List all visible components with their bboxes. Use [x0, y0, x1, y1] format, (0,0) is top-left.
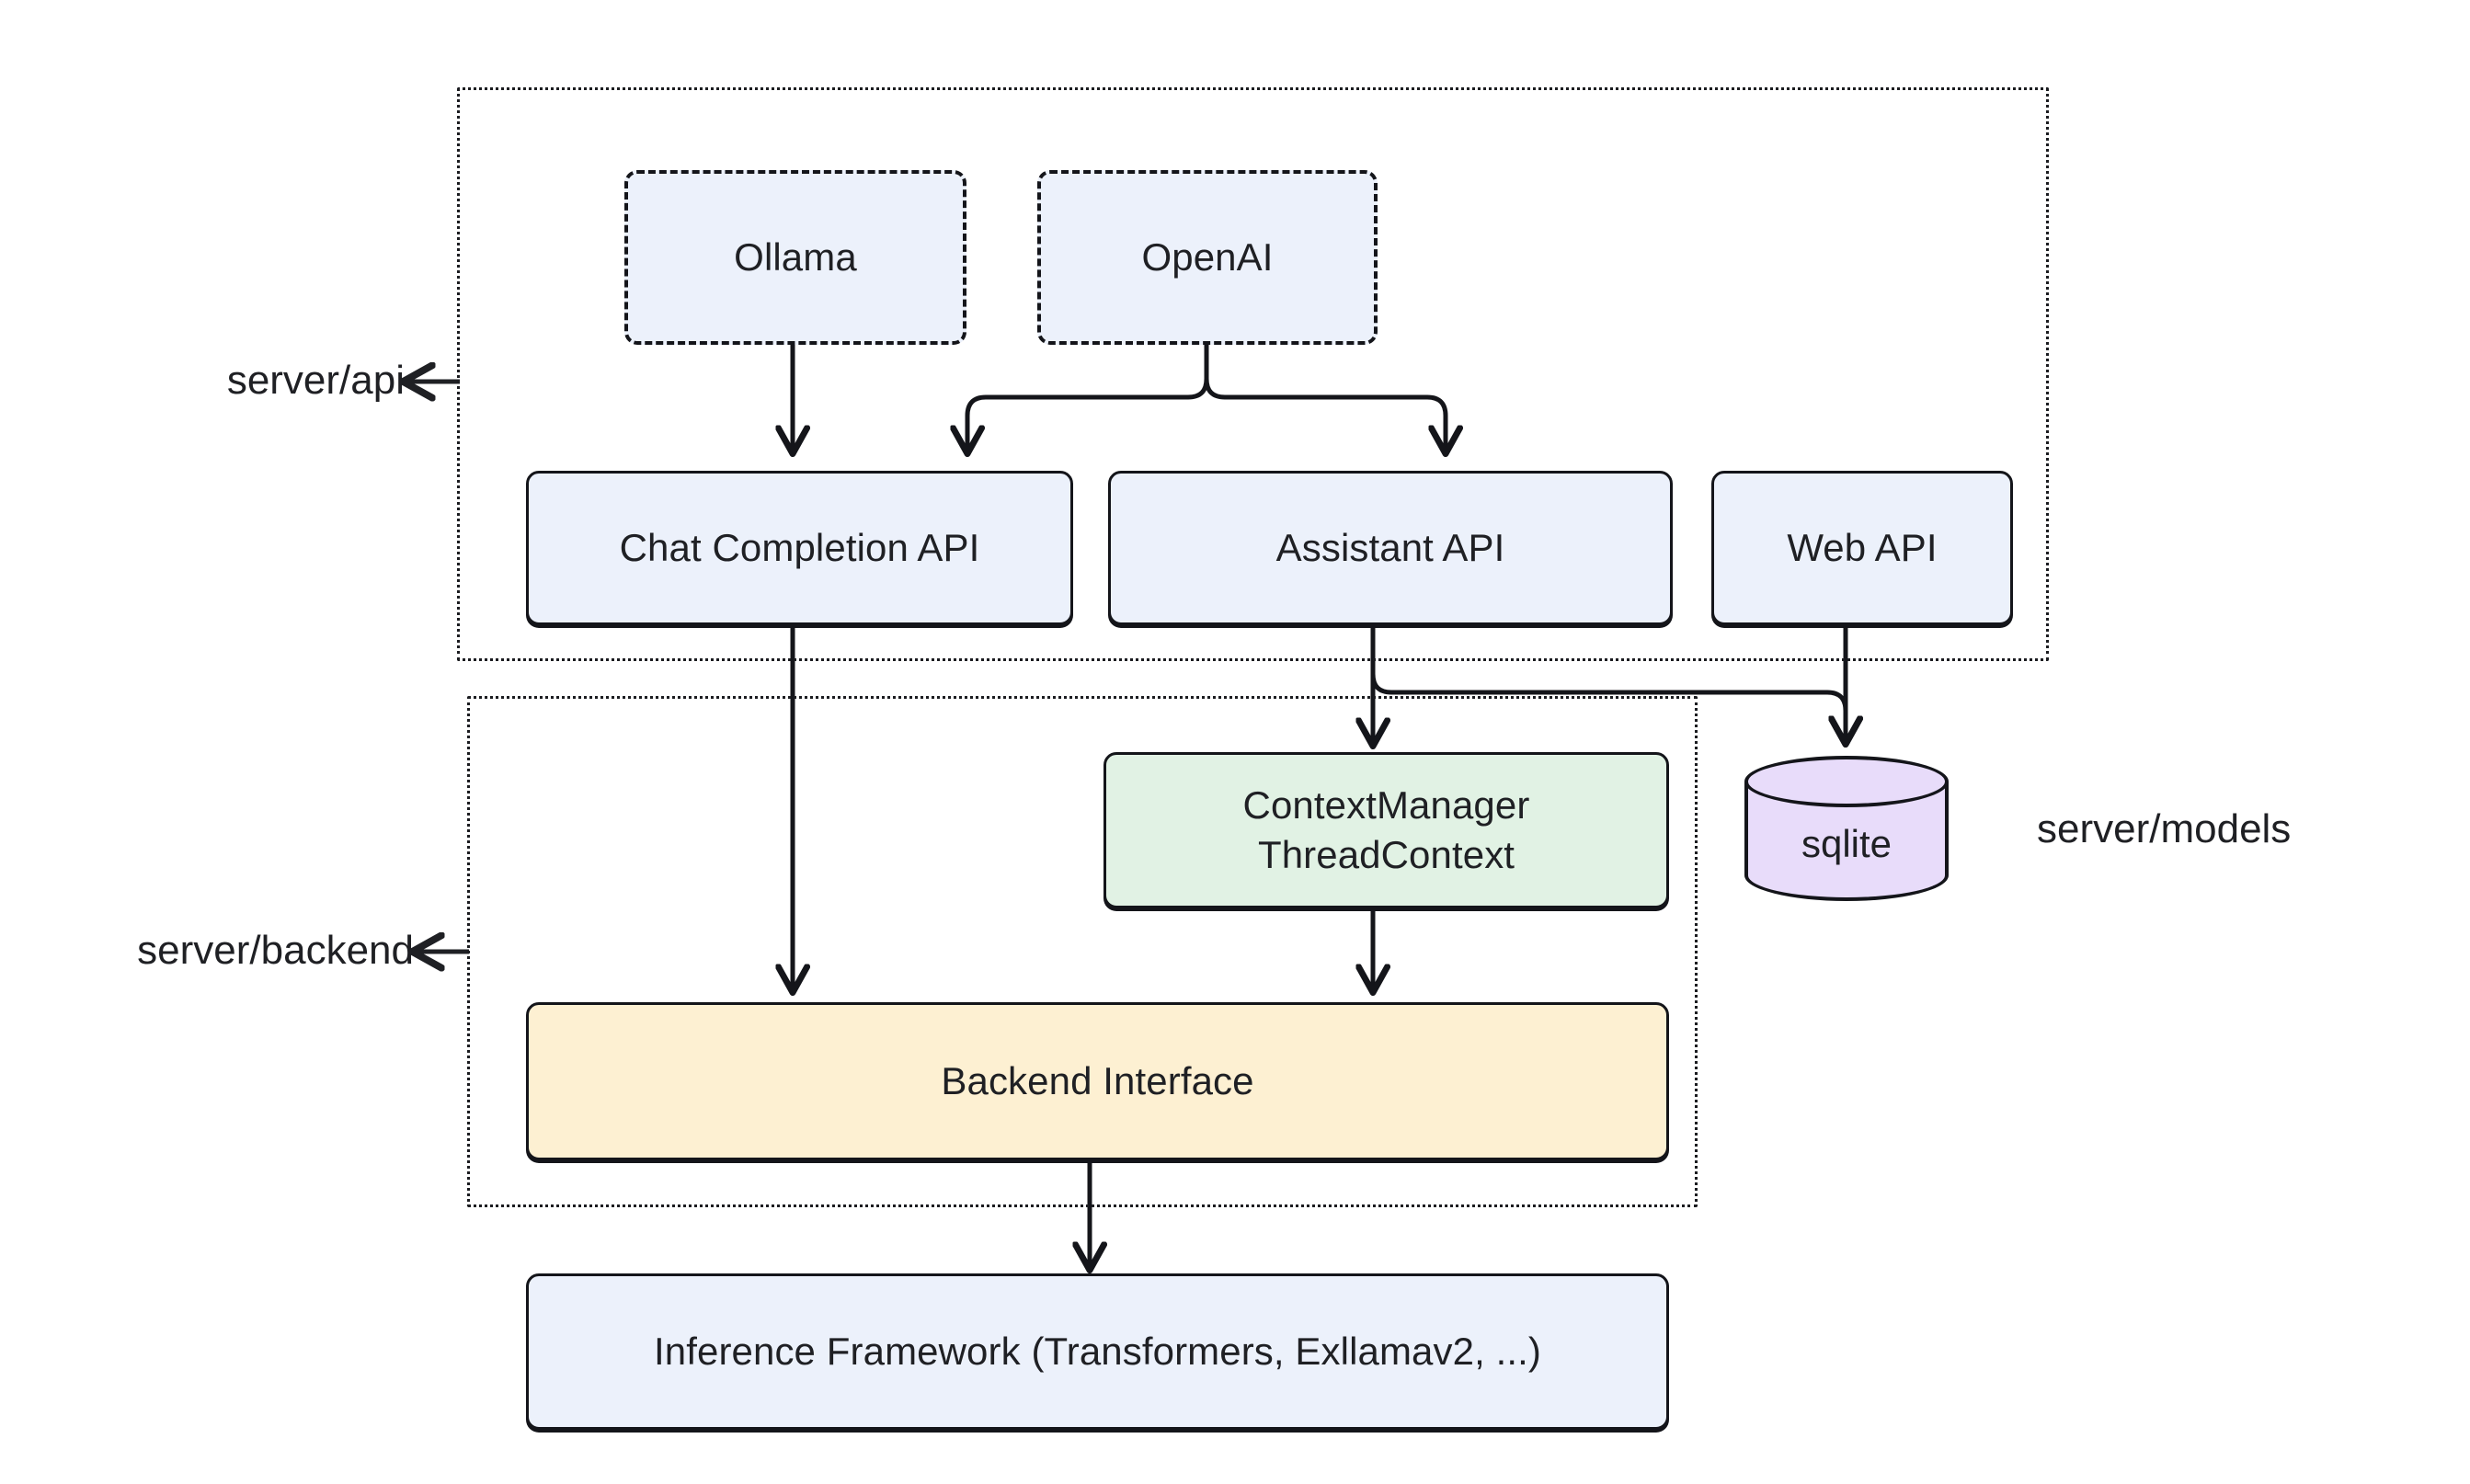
node-openai[interactable]: OpenAI — [1037, 170, 1378, 345]
node-context-manager-line2: ThreadContext — [1257, 833, 1515, 876]
node-chat-completion-api-label: Chat Completion API — [619, 526, 980, 570]
annotation-server-backend-label: server/backend — [137, 928, 414, 973]
node-context-manager[interactable]: ContextManager ThreadContext — [1103, 752, 1669, 908]
node-backend-interface[interactable]: Backend Interface — [526, 1002, 1669, 1160]
node-assistant-api[interactable]: Assistant API — [1108, 471, 1673, 625]
node-assistant-api-label: Assistant API — [1275, 526, 1505, 570]
node-ollama[interactable]: Ollama — [624, 170, 966, 345]
annotation-server-models-label: server/models — [2037, 806, 2292, 851]
node-openai-label: OpenAI — [1141, 235, 1274, 280]
group-server-api — [457, 87, 2049, 661]
node-inference-framework-label: Inference Framework (Transformers, Exlla… — [653, 1330, 1541, 1374]
annotation-server-api-label: server/api — [226, 358, 405, 403]
node-backend-interface-label: Backend Interface — [941, 1059, 1254, 1103]
sqlite-cylinder-top — [1744, 756, 1949, 807]
node-sqlite-label: sqlite — [1801, 822, 1893, 865]
group-server-backend — [467, 696, 1698, 1207]
node-ollama-label: Ollama — [734, 235, 857, 280]
annotation-server-backend: server/backend — [0, 930, 414, 971]
node-web-api[interactable]: Web API — [1711, 471, 2013, 625]
node-inference-framework[interactable]: Inference Framework (Transformers, Exlla… — [526, 1273, 1669, 1430]
annotation-server-api: server/api — [0, 360, 405, 401]
node-web-api-label: Web API — [1787, 526, 1938, 570]
node-chat-completion-api[interactable]: Chat Completion API — [526, 471, 1073, 625]
node-context-manager-line1: ContextManager — [1242, 783, 1530, 828]
node-sqlite-database[interactable]: sqlite — [1744, 756, 1949, 901]
annotation-server-models: server/models — [2037, 809, 2291, 850]
